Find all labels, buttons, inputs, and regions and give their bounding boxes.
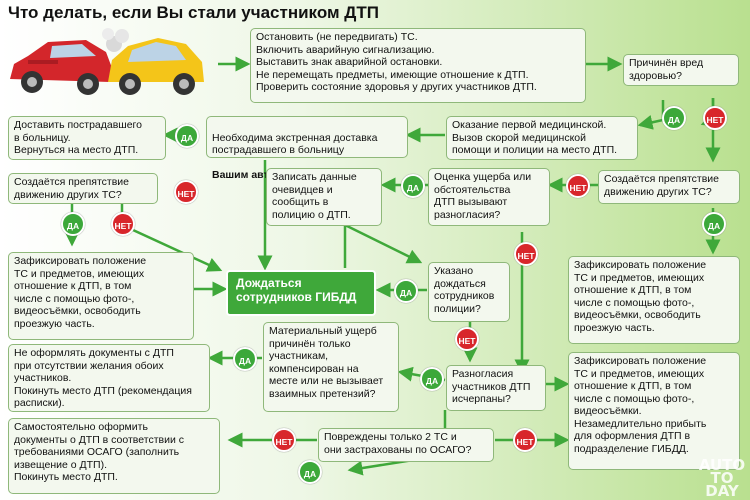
- no-badge: НЕТ: [513, 428, 537, 452]
- car-crash-illustration: [10, 28, 204, 95]
- witnesses-box: Записать данные очевидцев и сообщить в п…: [266, 168, 382, 226]
- no-badge: НЕТ: [174, 180, 198, 204]
- emergency-transport-text: Необходима экстренная доставка пострадав…: [212, 131, 378, 157]
- self-docs-box: Самостоятельно оформить документы о ДТП …: [8, 418, 220, 494]
- no-badge: НЕТ: [272, 428, 296, 452]
- yes-badge: ДА: [420, 367, 444, 391]
- hospital-box: Доставить пострадавшего в больницу. Верн…: [8, 116, 166, 160]
- minor-damage-box: Материальный ущерб причинён только участ…: [263, 322, 399, 412]
- no-badge: НЕТ: [514, 242, 538, 266]
- yes-badge: ДА: [702, 212, 726, 236]
- fix-right2-box: Зафиксировать положение ТС и предметов, …: [568, 352, 740, 470]
- yellow-car-icon: [108, 38, 204, 95]
- watermark-logo: AUTO TO DAY: [698, 456, 746, 500]
- obstacle-right-box: Создаётся препятствие движению других ТС…: [598, 170, 740, 204]
- no-badge: НЕТ: [703, 106, 727, 130]
- smoke-icon: [102, 28, 129, 52]
- no-docs-box: Не оформлять документы с ДТП при отсутст…: [8, 344, 210, 412]
- fix-right-box: Зафиксировать положение ТС и предметов, …: [568, 256, 740, 344]
- yes-badge: ДА: [394, 279, 418, 303]
- red-car-icon: [10, 40, 112, 95]
- first-aid-box: Оказание первой медицинской. Вызов скоро…: [446, 116, 638, 160]
- yes-badge: ДА: [61, 212, 85, 236]
- yes-badge: ДА: [233, 347, 257, 371]
- obstacle-left-box: Создаётся препятствие движению других ТС…: [8, 173, 158, 204]
- wait-police-box: Дождаться сотрудников ГИБДД: [226, 270, 376, 316]
- harm-question-box: Причинён вред здоровью?: [623, 54, 739, 86]
- page-title: Что делать, если Вы стали участником ДТП: [8, 3, 379, 22]
- yes-badge: ДА: [175, 124, 199, 148]
- assessment-box: Оценка ущерба или обстоятельства ДТП выз…: [428, 168, 550, 226]
- no-badge: НЕТ: [566, 174, 590, 198]
- yes-badge: ДА: [401, 174, 425, 198]
- disagreements-box: Разногласия участников ДТП исчерпаны?: [446, 365, 546, 411]
- yes-badge: ДА: [298, 460, 322, 484]
- no-badge: НЕТ: [111, 212, 135, 236]
- fix-left-box: Зафиксировать положение ТС и предметов, …: [8, 252, 194, 340]
- two-cars-box: Повреждены только 2 ТС и они застрахован…: [318, 428, 494, 462]
- yes-badge: ДА: [662, 106, 686, 130]
- police-told-box: Указано дождаться сотрудников полиции?: [428, 262, 510, 322]
- emergency-transport-box: Необходима экстренная доставка пострадав…: [206, 116, 408, 181]
- no-badge: НЕТ: [455, 327, 479, 351]
- stop-box: Остановить (не передвигать) ТС. Включить…: [250, 28, 586, 103]
